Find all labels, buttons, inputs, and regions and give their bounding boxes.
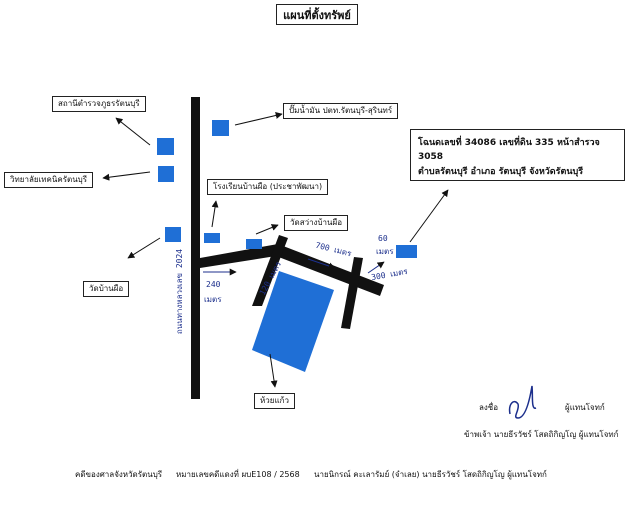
arrow-school [211, 200, 219, 228]
label-wat-ban-phue: วัดบ้านผือ [83, 281, 130, 297]
dist-240-unit: เมตร [204, 295, 222, 304]
arrow-temple [255, 224, 279, 235]
footer-parties: นายนิกรณ์ คะเลารัมย์ (จำเลย) นายธีรวัชร์… [314, 470, 547, 479]
deed-line-2: ตำบลรัตนบุรี อำเภอ รัตนบุรี จังหวัดรัตนบ… [418, 166, 584, 177]
property-parcel [252, 271, 334, 372]
footer-court: คดีของศาลจังหวัดรัตนบุรี [75, 470, 163, 479]
roads [191, 97, 384, 399]
side-road [200, 244, 384, 296]
arrow-huai-kaeo [269, 353, 278, 388]
sign-role: ผู้แทนโจทก์ [565, 403, 605, 412]
school-marker [204, 233, 220, 243]
arrow-wat-ban-phue [127, 237, 161, 259]
deed-info-box: โฉนดเลขที่ 34086 เลขที่ดิน 335 หน้าสำรวจ… [410, 129, 625, 181]
label-police-station: สถานีตำรวจภูธรรัตนบุรี [52, 96, 146, 112]
label-technical-college: วิทยาลัยเทคนิครัตนบุรี [4, 172, 94, 188]
arrow-police [115, 117, 151, 146]
temple-marker [246, 239, 262, 249]
deed-marker [396, 245, 417, 258]
label-gas-station: ปั๊มน้ำมัน ปตท.รัตนบุรี-สุรินทร์ [283, 103, 399, 119]
dist-240-label: 240 [206, 280, 221, 289]
footer-case-no: หมายเลขคดีแดงที่ ผบE108 / 2568 [176, 470, 300, 479]
branch-road-left [252, 235, 288, 306]
label-huai-kaeo: ห้วยแก้ว [254, 393, 295, 409]
label-school: โรงเรียนบ้านผือ (ประชาพัฒนา) [207, 179, 329, 195]
police-station-marker [157, 138, 174, 155]
arrow-700 [307, 258, 336, 270]
arrow-gas [234, 112, 283, 126]
wat-ban-phue-marker [165, 227, 181, 242]
deed-line-1: โฉนดเลขที่ 34086 เลขที่ดิน 335 หน้าสำรวจ… [418, 138, 600, 163]
pointer-arrows [102, 112, 449, 388]
signature-scribble [508, 385, 537, 419]
main-road-label: ถนนทางหลวงเลข 2024 [175, 248, 185, 335]
sign-prefix: ลงชื่อ [479, 403, 499, 412]
label-temple: วัดสว่างบ้านผือ [284, 215, 348, 231]
location-markers [157, 120, 417, 258]
arrow-deed [409, 189, 449, 243]
main-road [191, 97, 200, 399]
sign-declaration: ข้าพเจ้า นายธีรวัชร์ โสดถิกิญโญ ผู้แทนโจ… [464, 430, 619, 439]
college-marker [158, 166, 174, 182]
gas-station-marker [212, 120, 229, 136]
dist-60-unit: เมตร [376, 247, 394, 256]
branch-road-right [341, 257, 363, 329]
dist-60-label: 60 [378, 234, 388, 243]
arrow-college [102, 171, 151, 181]
arrow-300 [367, 261, 385, 274]
page-title: แผนที่ตั้งทรัพย์ [276, 4, 358, 25]
